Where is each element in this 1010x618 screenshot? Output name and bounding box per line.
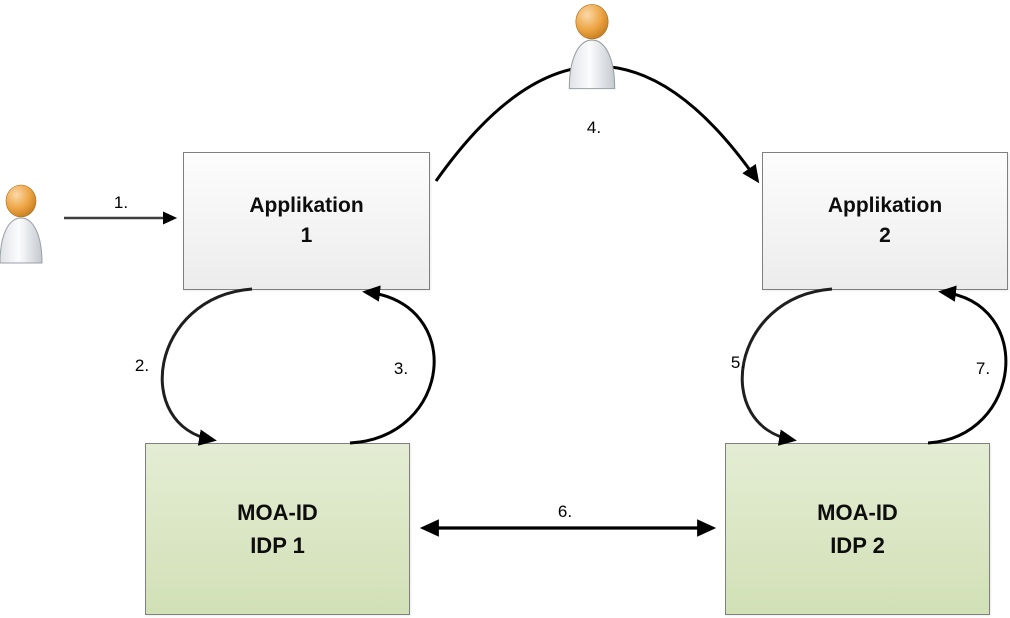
node-moa-id-idp-2: MOA-ID IDP 2 (725, 443, 990, 615)
node-applikation-2-title: Applikation (827, 193, 943, 217)
arrow-step-2 (160, 287, 253, 446)
person-icon-left (0, 184, 43, 264)
node-moa-id-idp-1-title: MOA-ID (237, 500, 318, 525)
arrow-step-7 (927, 285, 1008, 445)
node-applikation-1: Applikation 1 (183, 152, 430, 290)
node-moa-id-idp-1: MOA-ID IDP 1 (145, 443, 410, 615)
step-label-3: 3. (393, 359, 409, 378)
step-label-7: 7. (975, 359, 991, 378)
arrow-step-3 (349, 285, 436, 445)
step-label-2: 2. (134, 356, 150, 375)
step-label-4: 4. (586, 118, 602, 137)
step-label-6: 6. (557, 502, 573, 521)
person-icon-top (568, 4, 616, 90)
node-applikation-1-title: Applikation (249, 193, 364, 217)
step-label-1: 1. (113, 193, 129, 212)
node-moa-id-idp-1-subtitle: IDP 1 (250, 533, 305, 558)
node-moa-id-idp-2-subtitle: IDP 2 (830, 533, 885, 558)
node-moa-id-idp-2-title: MOA-ID (817, 500, 898, 525)
node-applikation-2: Applikation 2 (762, 152, 1008, 290)
node-applikation-2-subtitle: 2 (879, 224, 891, 247)
step-label-5: 5. (730, 353, 746, 372)
arrow-step-5 (740, 287, 833, 446)
node-applikation-1-subtitle: 1 (300, 224, 313, 247)
